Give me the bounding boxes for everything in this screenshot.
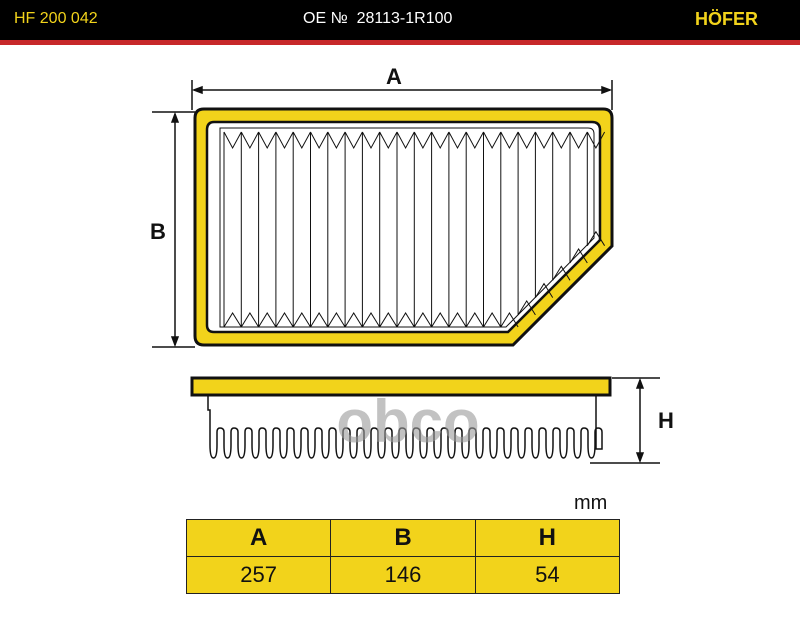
oe-value: 28113-1R100 [356, 10, 453, 27]
oe-number: OE № 28113-1R100 [303, 10, 452, 28]
header-bar: HF 200 042 OE № 28113-1R100 HÖFER [0, 0, 800, 40]
header-b: B [330, 519, 476, 557]
filter-pleats [223, 131, 606, 328]
header-h: H [474, 519, 621, 557]
header-a: A [185, 519, 332, 557]
value-a: 257 [185, 556, 332, 594]
brand-logo: HÖFER [695, 9, 758, 29]
watermark: obco [336, 388, 479, 455]
dimension-lines [152, 80, 660, 464]
dimension-label-a: A [386, 64, 402, 89]
oe-label: OE № [303, 10, 348, 27]
filter-inner-area [205, 120, 602, 334]
dimension-label-b: B [150, 219, 166, 244]
filter-side-pleats [207, 396, 603, 459]
article-number: HF 200 042 [14, 10, 98, 27]
dimension-label-h: H [658, 408, 674, 433]
filter-frame-side-view [190, 376, 612, 397]
value-b: 146 [330, 556, 476, 594]
unit-label: mm [574, 492, 608, 514]
red-stripe [0, 40, 800, 45]
value-h: 54 [474, 556, 621, 594]
